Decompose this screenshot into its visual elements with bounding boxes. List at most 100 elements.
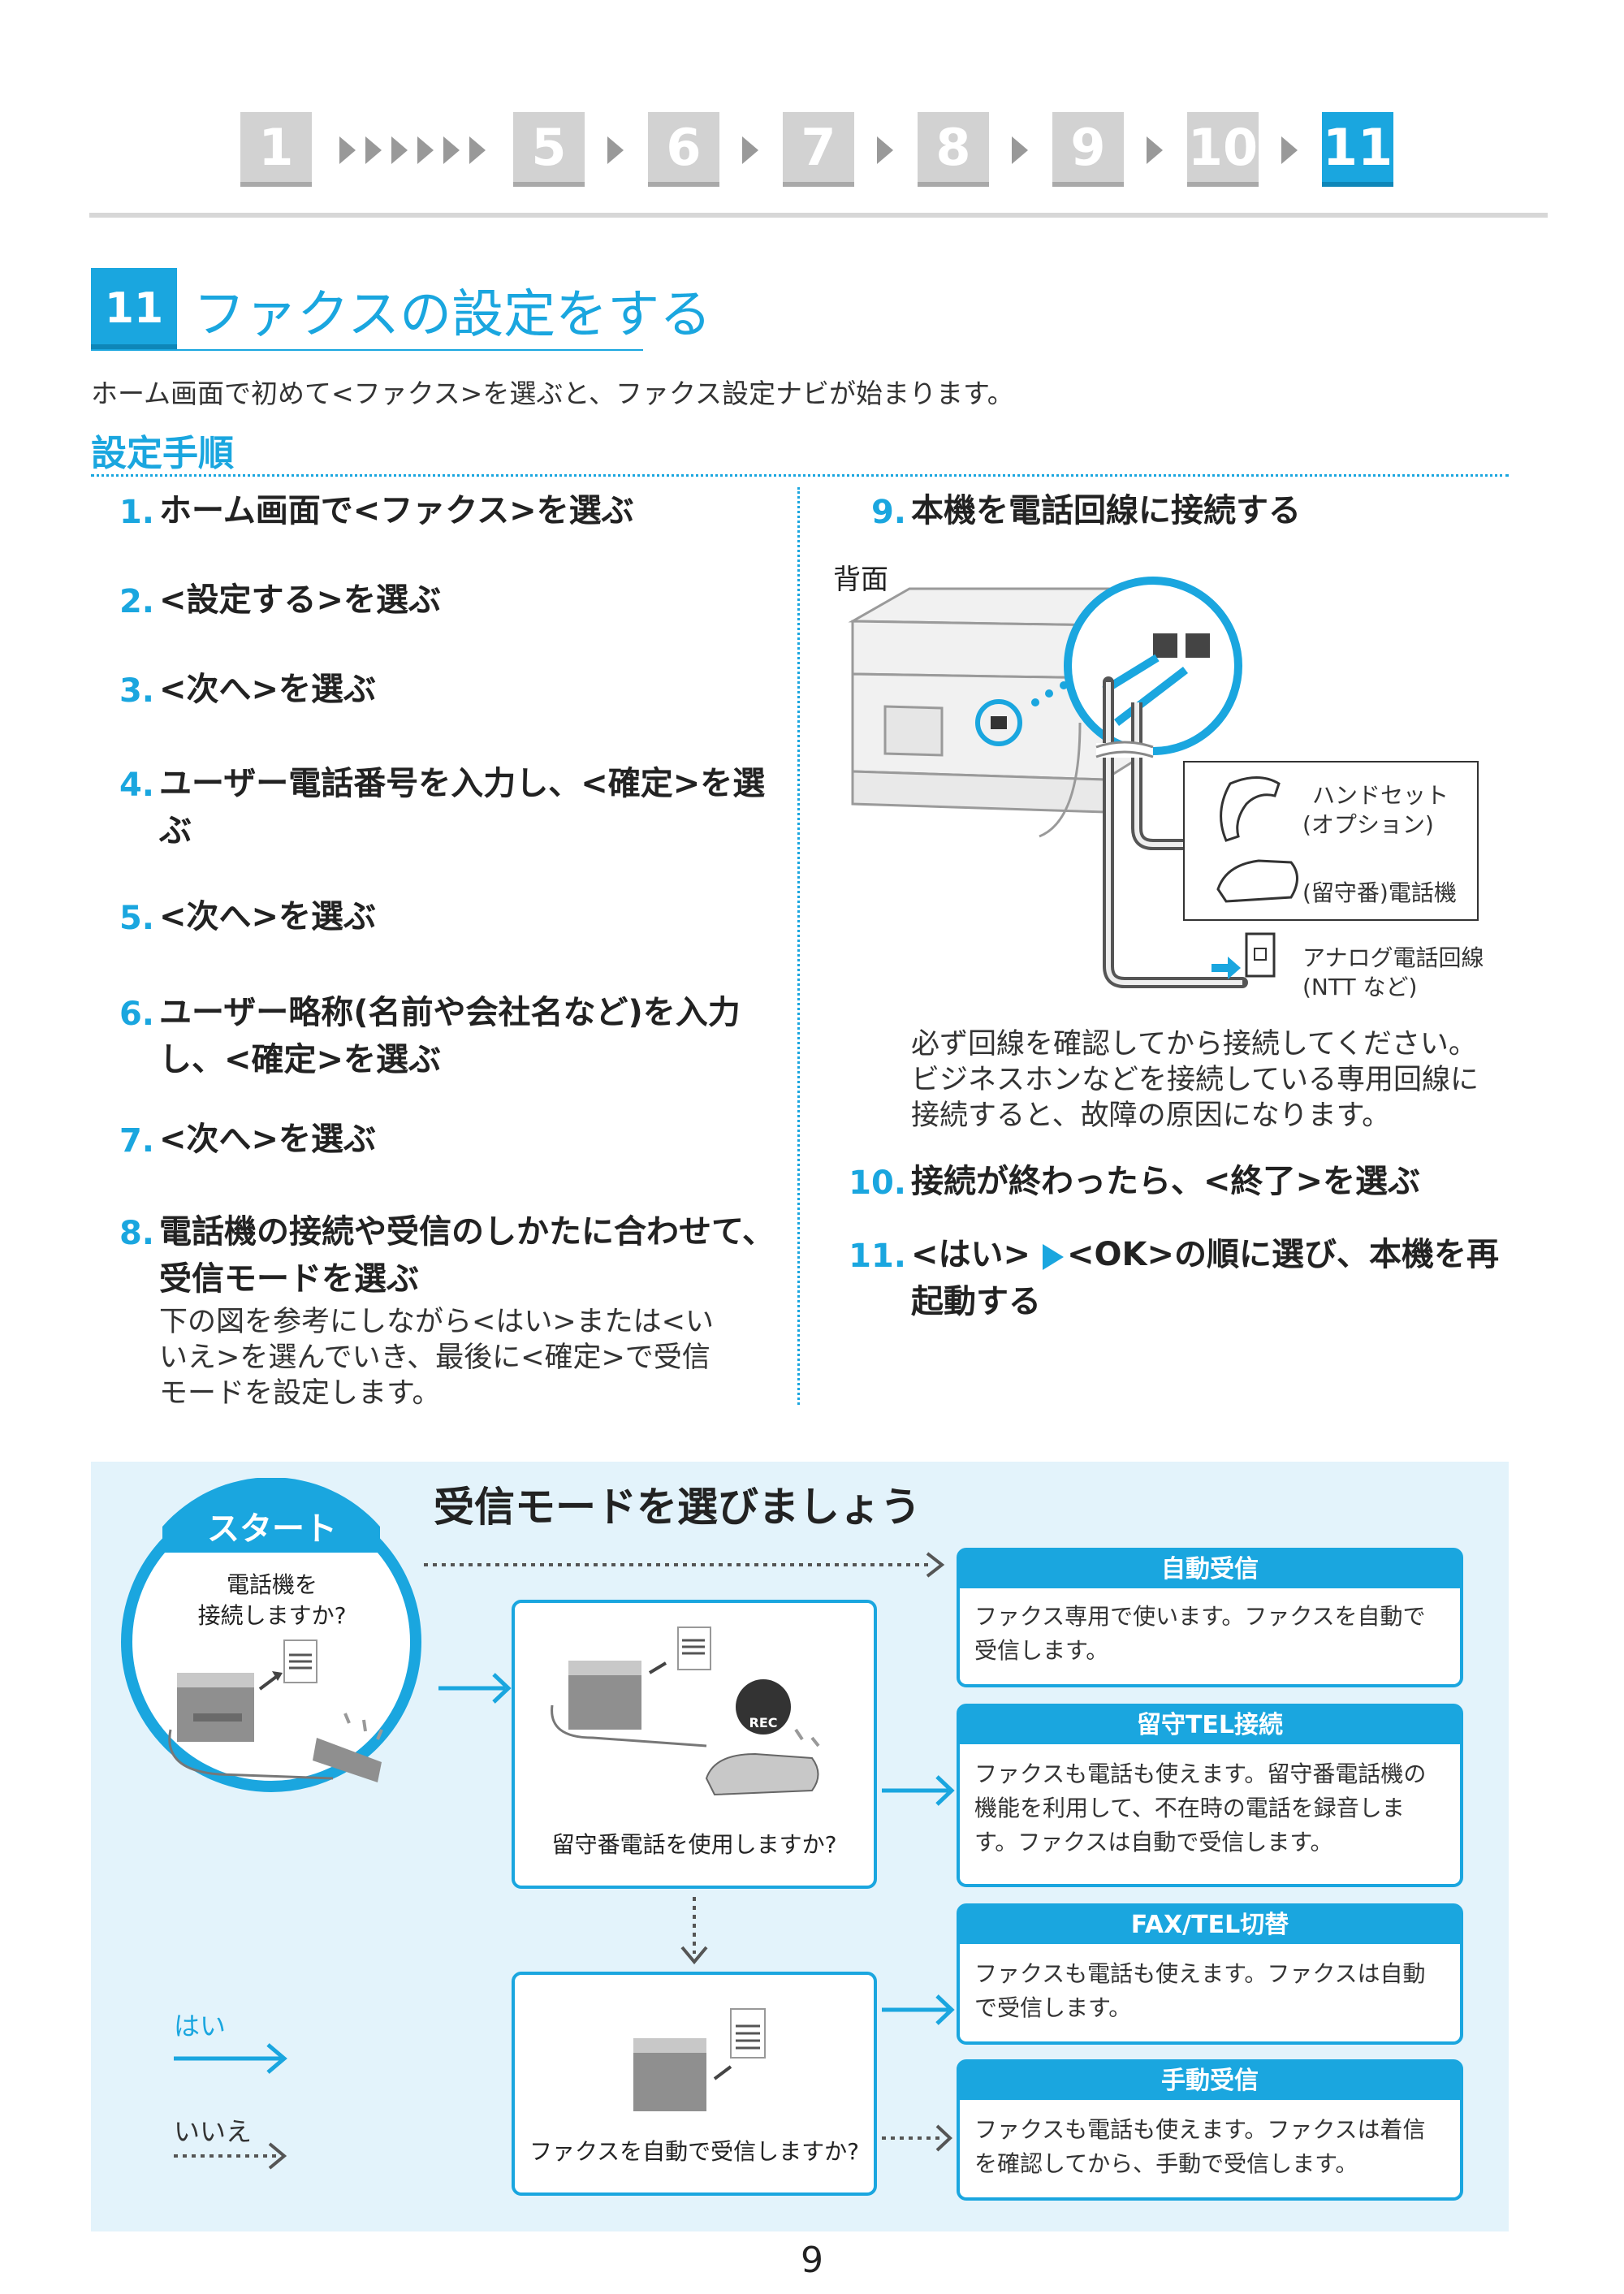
line-label: (NTT など): [1302, 974, 1418, 1000]
next-arrow-icon: [1043, 1244, 1064, 1270]
yes-arrow-3: [882, 1994, 955, 2025]
procedure-divider: [91, 474, 1509, 477]
step-note: モードを設定します。: [159, 1377, 441, 1410]
step-11-box-active: 11: [1322, 112, 1393, 187]
title-underline: [91, 349, 643, 351]
page-title: ファクスの設定をする: [193, 285, 712, 345]
mode-name: 留守TEL接続: [960, 1707, 1460, 1744]
legend-yes-arrow: [174, 2043, 287, 2074]
yes-arrow-1: [438, 1673, 512, 1704]
step-number: 9.: [870, 494, 906, 531]
arrow-icon: [1212, 957, 1241, 979]
mode-description: ファクスも電話も使えます。留守番電話機の: [974, 1760, 1427, 1787]
caution-text: 接続すると、故障の原因になります。: [911, 1099, 1391, 1132]
step-text: 受信モードを選ぶ: [159, 1260, 419, 1298]
question-card-auto-receive: [512, 1972, 877, 2196]
step-number: 6.: [119, 996, 154, 1033]
back-label: 背面: [833, 564, 888, 596]
jack-icon: [1186, 633, 1210, 658]
step-note: いえ>を選んでいき、最後に<確定>で受信: [159, 1341, 710, 1374]
connection-illustration: [848, 577, 1479, 988]
step-note: 下の図を参考にしながら<はい>または<い: [159, 1306, 714, 1338]
mode-description: を確認してから、手動で受信します。: [974, 2150, 1358, 2177]
port-icon: [991, 716, 1007, 729]
step-number-badge: 11: [91, 268, 177, 349]
step-number: 2.: [119, 583, 154, 620]
step-text: 電話機の接続や受信のしかたに合わせて、: [159, 1213, 775, 1251]
mode-description: ファクスも電話も使えます。ファクスは自動: [974, 1960, 1426, 1987]
answering-machine-illustration: [551, 1627, 820, 1796]
phone-label: (留守番)電話機: [1302, 879, 1457, 906]
mode-description: 受信します。: [974, 1637, 1109, 1664]
nav-arrow-icon: [417, 136, 434, 164]
step-number: 7.: [119, 1122, 154, 1160]
step-text: <設定する>を選ぶ: [159, 581, 442, 619]
question-text: 接続しますか?: [197, 1602, 347, 1629]
mode-name: 自動受信: [960, 1551, 1460, 1588]
nav-arrow-icon: [469, 136, 486, 164]
question-text: 留守番電話を使用しますか?: [551, 1831, 837, 1858]
handset-icon: [1220, 776, 1281, 842]
rec-icon: [736, 1679, 791, 1735]
zoom-circle: [1064, 577, 1242, 755]
step-number: 3.: [119, 672, 154, 710]
mode-description: す。ファクスは自動で受信します。: [974, 1829, 1333, 1856]
step-text: ユーザー略称(名前や会社名など)を入力: [159, 994, 741, 1031]
nav-arrow-icon: [391, 136, 408, 164]
step-1-box: 1: [240, 112, 312, 187]
nav-arrow-icon: [1147, 136, 1163, 164]
procedure-heading: 設定手順: [91, 433, 234, 474]
nav-arrow-icon: [365, 136, 382, 164]
question-text: 電話機を: [226, 1571, 317, 1598]
step-text: <次へ>を選ぶ: [159, 898, 377, 935]
nav-arrow-icon: [1281, 136, 1298, 164]
step-5-box: 5: [513, 112, 585, 187]
nav-arrow-icon: [742, 136, 758, 164]
flow-title: 受信モードを選びましょう: [434, 1484, 921, 1531]
legend-no-label: いいえ: [174, 2116, 253, 2147]
fax-phone-illustration: [168, 1639, 383, 1782]
column-divider: [797, 487, 800, 1405]
step-number: 8.: [119, 1215, 154, 1252]
mode-description: ファクス専用で使います。ファクスを自動で: [974, 1603, 1426, 1630]
mode-name: FAX/TEL切替: [960, 1907, 1460, 1944]
step-number: 10.: [849, 1164, 906, 1202]
step-text: 起動する: [911, 1283, 1041, 1320]
legend-no-arrow: [174, 2142, 287, 2170]
port-highlight: [975, 699, 1022, 746]
step-8-box: 8: [918, 112, 989, 187]
wall-jack-icon: [1245, 932, 1276, 978]
step-6-box: 6: [648, 112, 719, 187]
caution-text: ビジネスホンなどを接続している専用回線に: [911, 1064, 1479, 1096]
yes-arrow-2: [882, 1775, 955, 1806]
jack-icon: [1153, 633, 1177, 658]
intro-text: ホーム画面で初めて<ファクス>を選ぶと、ファクス設定ナビが始まります。: [91, 378, 1014, 409]
step-number: 11.: [849, 1238, 906, 1275]
legend-yes-label: はい: [174, 2011, 227, 2041]
step-9-box: 9: [1052, 112, 1124, 187]
step-text: ユーザー電話番号を入力し、<確定>を選: [159, 765, 766, 802]
mode-description: 機能を利用して、不在時の電話を録音しま: [974, 1795, 1405, 1821]
nav-arrow-icon: [877, 136, 893, 164]
page-number: 9: [801, 2240, 823, 2281]
step-text: <OK>の順に選び、本機を再: [1067, 1236, 1500, 1273]
step-number: 1.: [119, 494, 154, 531]
step-text: <次へ>を選ぶ: [159, 671, 377, 708]
question-text: ファクスを自動で受信しますか?: [529, 2138, 860, 2165]
line-label: アナログ電話回線: [1302, 944, 1484, 971]
step-number: 5.: [119, 900, 154, 937]
mode-description: で受信します。: [974, 1994, 1132, 2021]
nav-arrow-icon: [443, 136, 460, 164]
cable-arrow: [1113, 667, 1189, 726]
step-text: 本機を電話回線に接続する: [911, 492, 1301, 529]
nav-arrow-icon: [339, 136, 356, 164]
mode-description: ファクスも電話も使えます。ファクスは着信: [974, 2116, 1426, 2143]
no-arrow-2: [882, 2124, 952, 2152]
rec-label: REC: [749, 1715, 778, 1730]
step-text: ぶ: [159, 812, 192, 849]
handset-label: (オプション): [1302, 811, 1434, 838]
telephone-icon: [705, 1752, 819, 1796]
step-text: <次へ>を選ぶ: [159, 1121, 377, 1158]
no-arrow-down: [680, 1897, 708, 1965]
header-divider: [89, 213, 1548, 218]
